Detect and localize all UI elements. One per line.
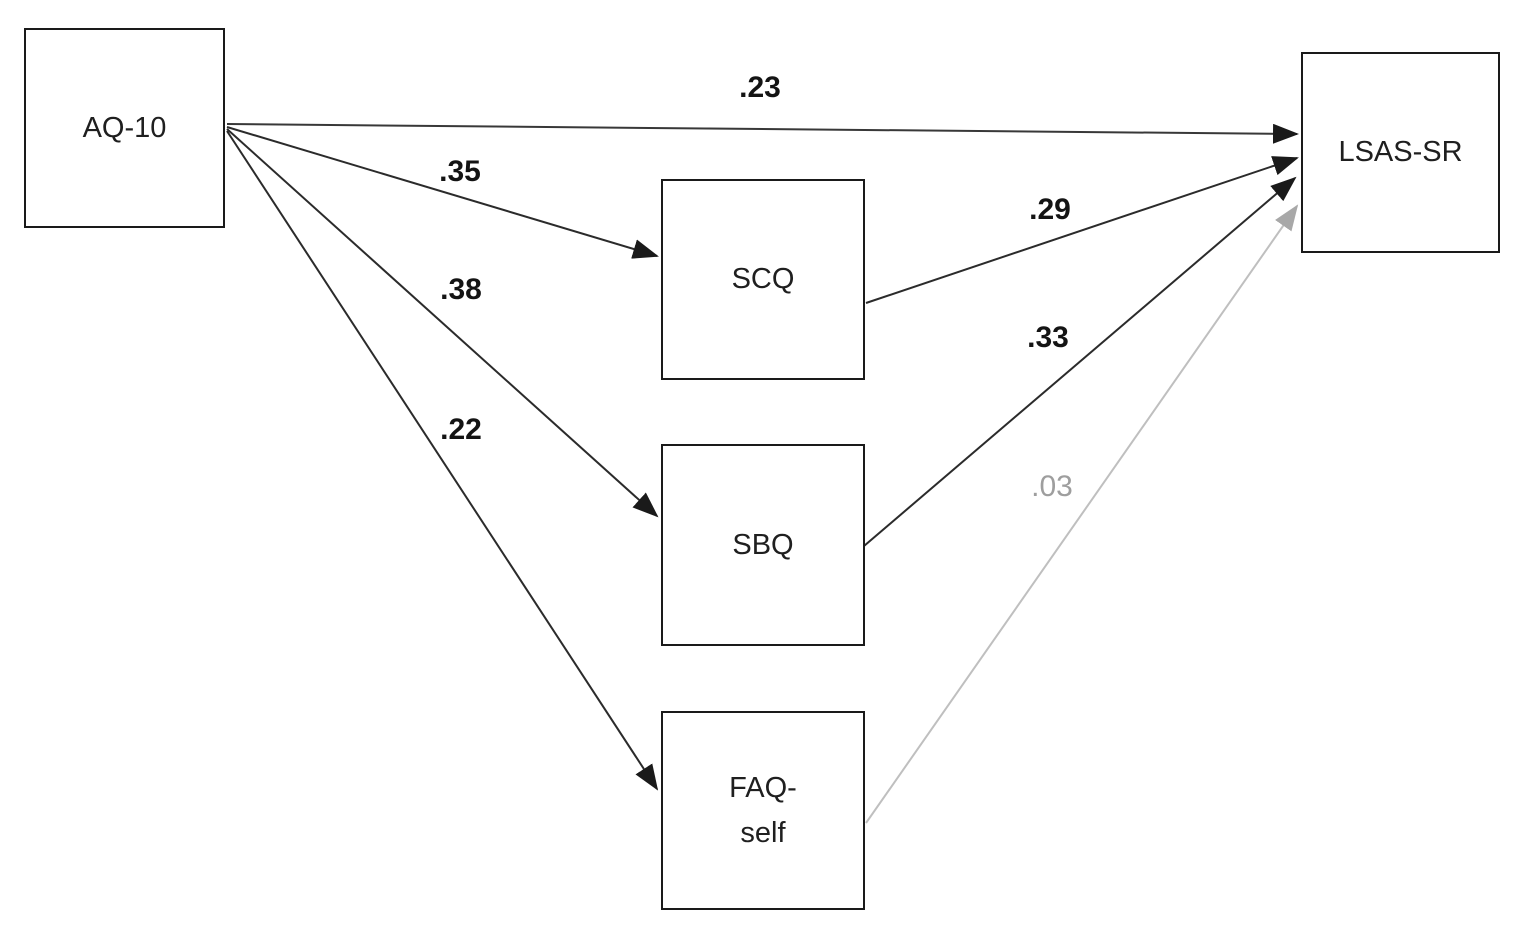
node-faq-self: FAQ- self <box>661 711 865 910</box>
node-lsas-sr: LSAS-SR <box>1301 52 1500 253</box>
node-scq-label: SCQ <box>731 263 795 296</box>
node-sbq-label: SBQ <box>732 528 794 561</box>
coefficient-scq-lsas: .29 <box>1029 193 1071 226</box>
coefficient-sbq-lsas: .33 <box>1027 321 1069 354</box>
arrow-aq10-to-faq-self <box>226 130 659 791</box>
arrow-aq10-to-scq <box>226 126 659 259</box>
node-sbq: SBQ <box>661 444 865 646</box>
node-aq10-label: AQ-10 <box>82 111 167 144</box>
coefficient-aq10-sbq: .38 <box>440 273 482 306</box>
node-scq: SCQ <box>661 179 865 380</box>
arrow-scq-to-lsas-sr <box>865 156 1299 304</box>
arrow-sbq-to-lsas-sr <box>863 176 1297 547</box>
coefficient-aq10-faq: .22 <box>440 413 482 446</box>
node-aq10: AQ-10 <box>24 28 225 228</box>
coefficient-faq-lsas: .03 <box>1031 470 1073 503</box>
coefficient-aq10-scq: .35 <box>439 155 481 188</box>
arrow-aq10-to-sbq <box>226 128 659 518</box>
node-lsas-sr-label: LSAS-SR <box>1338 136 1463 169</box>
arrow-faq-self-to-lsas-sr <box>865 204 1299 824</box>
node-faq-self-label: FAQ- self <box>729 771 797 849</box>
arrow-aq10-to-lsas-sr <box>226 123 1299 144</box>
coefficient-aq10-lsas: .23 <box>739 71 781 104</box>
